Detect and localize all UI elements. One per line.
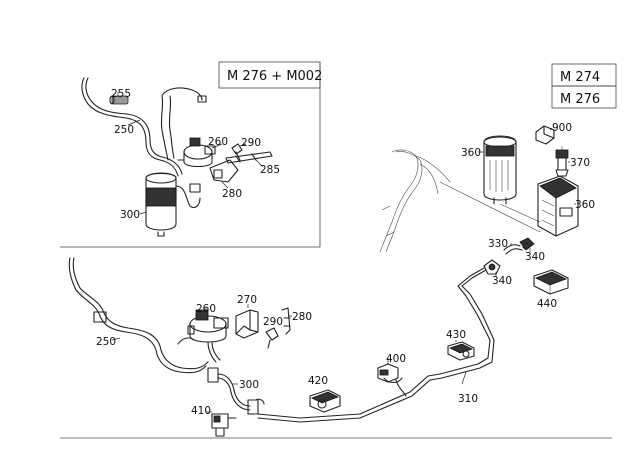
- label-410: 410: [191, 405, 211, 417]
- label-310: 310: [458, 393, 478, 405]
- hose-330[interactable]: [503, 244, 523, 255]
- variant-label-m274: M 274: [560, 70, 600, 85]
- clip-400[interactable]: [377, 363, 407, 397]
- label-280-main: 280: [292, 311, 312, 323]
- clip-430[interactable]: [447, 341, 475, 361]
- label-285: 285: [260, 164, 280, 176]
- hose-250-inset[interactable]: [81, 77, 207, 177]
- bracket-285[interactable]: [225, 151, 273, 164]
- label-340-lower: 340: [492, 275, 512, 287]
- label-270: 270: [237, 294, 257, 306]
- wiring-harness: [379, 149, 451, 253]
- label-280-inset: 280: [222, 188, 242, 200]
- filter-900[interactable]: [535, 125, 555, 145]
- label-300-main: 300: [239, 379, 259, 391]
- label-420: 420: [308, 375, 328, 387]
- canister-300-inset[interactable]: [145, 172, 201, 237]
- valve-370[interactable]: [555, 146, 569, 177]
- valve-410[interactable]: [211, 413, 237, 437]
- bracket-280-inset[interactable]: [209, 159, 239, 183]
- clamp-340-upper[interactable]: [519, 237, 535, 251]
- label-430: 430: [446, 329, 466, 341]
- clip-420[interactable]: [309, 389, 341, 413]
- variant-boxes-right: M 274 M 276: [551, 63, 617, 109]
- label-370: 370: [570, 157, 590, 169]
- canister-360-upper[interactable]: [483, 135, 517, 205]
- connecting-lines-right: [439, 181, 541, 233]
- clamp-340-lower[interactable]: [483, 259, 501, 275]
- label-340-upper: 340: [525, 251, 545, 263]
- bracket-270[interactable]: [235, 309, 259, 339]
- label-360-upper: 360: [461, 147, 481, 159]
- valve-260-main[interactable]: [187, 309, 229, 363]
- valve-440[interactable]: [533, 269, 569, 295]
- label-900: 900: [552, 122, 572, 134]
- variant-label-m276: M 276: [560, 92, 600, 107]
- label-440: 440: [537, 298, 557, 310]
- hose-250-main[interactable]: [68, 257, 209, 374]
- valve-260-inset[interactable]: [177, 137, 216, 168]
- label-260-inset: 260: [208, 136, 228, 148]
- label-290-inset: 290: [241, 137, 261, 149]
- label-250-inset: 250: [114, 124, 134, 136]
- label-330: 330: [488, 238, 508, 250]
- label-250-main: 250: [96, 336, 116, 348]
- label-400: 400: [386, 353, 406, 365]
- label-300-inset: 300: [120, 209, 140, 221]
- line-300[interactable]: [207, 367, 265, 415]
- clip-255[interactable]: [109, 95, 129, 105]
- label-255: 255: [111, 88, 131, 100]
- label-360-lower: 360: [575, 199, 595, 211]
- variant-box-m276-m002: [218, 61, 321, 89]
- variant-label-m276-m002: M 276 + M002: [227, 69, 322, 84]
- bracket-280-main[interactable]: [281, 307, 291, 335]
- bracket-290-main[interactable]: [265, 327, 279, 349]
- label-260-main: 260: [196, 303, 216, 315]
- label-290-main: 290: [263, 316, 283, 328]
- canister-360-lower[interactable]: [537, 175, 579, 237]
- inset-m276-m002: M 276 + M002 255 250 260: [60, 61, 322, 248]
- line-310[interactable]: [257, 267, 495, 423]
